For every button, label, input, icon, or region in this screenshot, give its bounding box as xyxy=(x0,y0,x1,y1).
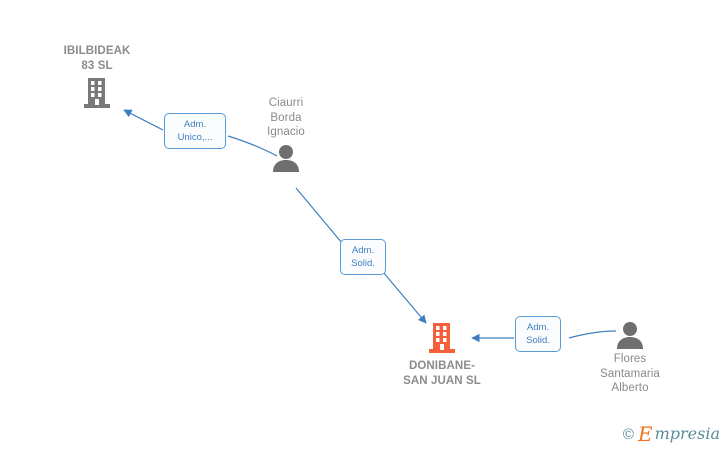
copyright-icon: © xyxy=(622,425,634,443)
node-flores-santamaria-alberto[interactable]: Flores Santamaria Alberto xyxy=(570,321,690,396)
node-flores-label: Flores Santamaria Alberto xyxy=(600,353,660,394)
building-icon[interactable] xyxy=(83,77,111,111)
node-donibane-label: DONIBANE- SAN JUAN SL xyxy=(403,360,481,387)
node-ciaurri-label: Ciaurri Borda Ignacio xyxy=(267,97,305,138)
node-ibilbideak-label: IBILBIDEAK 83 SL xyxy=(63,45,131,72)
relation-badge-adm-unico[interactable]: Adm. Unico,... xyxy=(164,113,226,149)
node-ibilbideak[interactable]: IBILBIDEAK 83 SL xyxy=(37,44,157,111)
empresia-logo[interactable]: © E mpresia xyxy=(623,424,720,444)
relation-badge-adm-solid-flores[interactable]: Adm. Solid. xyxy=(515,316,561,352)
relation-badge-adm-solid-ciaurri[interactable]: Adm. Solid. xyxy=(340,239,386,275)
edge-ciaurri-donibane-tail xyxy=(295,187,343,244)
logo-brand-rest: mpresia xyxy=(654,424,720,443)
node-donibane-san-juan[interactable]: DONIBANE- SAN JUAN SL xyxy=(382,322,502,388)
edge-ciaurri-ibilbideak-head xyxy=(123,109,164,131)
building-icon[interactable] xyxy=(428,322,456,356)
edge-ciaurri-donibane-head xyxy=(382,271,427,324)
person-icon[interactable] xyxy=(615,321,645,349)
person-icon[interactable] xyxy=(271,144,301,172)
logo-brand-initial: E xyxy=(637,422,653,446)
node-ciaurri-borda-ignacio[interactable]: Ciaurri Borda Ignacio xyxy=(226,96,346,172)
